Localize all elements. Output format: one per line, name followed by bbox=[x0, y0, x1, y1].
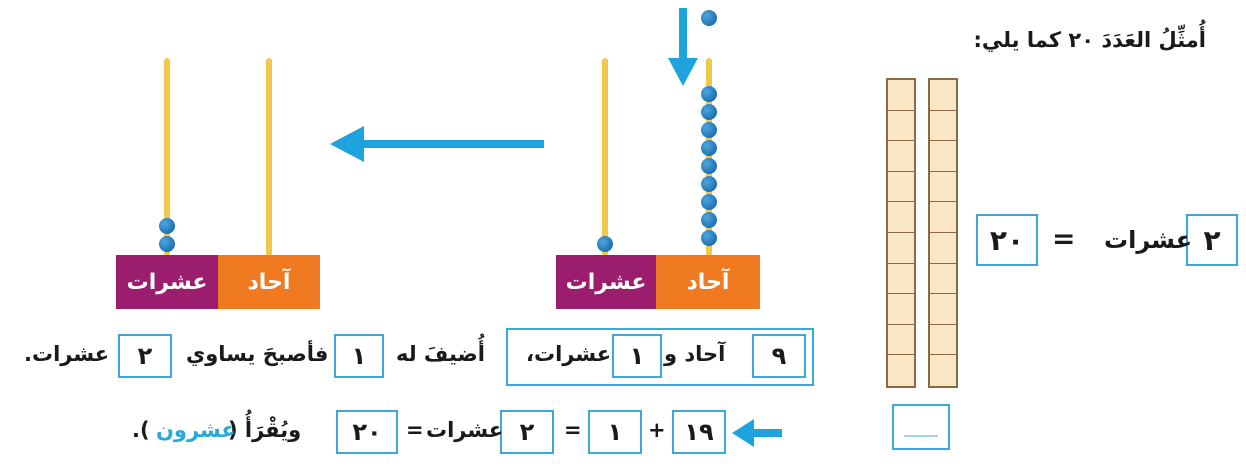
ones-bead bbox=[701, 230, 717, 246]
equals-sign: = bbox=[564, 418, 582, 442]
tens-bead bbox=[597, 236, 613, 252]
tens-bead bbox=[159, 236, 175, 252]
ones-bead bbox=[701, 212, 717, 228]
result-box: ٢٠ bbox=[976, 214, 1038, 266]
tens-value-box: ١ bbox=[612, 334, 662, 378]
ones-bead bbox=[701, 86, 717, 102]
tens-word: عشرات، bbox=[526, 342, 612, 366]
plus-sign: + bbox=[648, 418, 666, 442]
ones-rod bbox=[706, 58, 712, 256]
tens-word: عشرات bbox=[426, 418, 504, 442]
ones-bead bbox=[701, 122, 717, 138]
tens-count-box: ٢ bbox=[500, 410, 554, 454]
tens-rod-block bbox=[886, 78, 916, 388]
down-arrow-icon bbox=[668, 8, 698, 86]
ones-value-box: ٩ bbox=[752, 334, 806, 378]
first-addend-box: ١٩ bbox=[672, 410, 726, 454]
read-close: ). bbox=[132, 418, 150, 442]
ones-rod bbox=[266, 58, 272, 256]
ones-bead bbox=[701, 194, 717, 210]
tens-word: عشرات bbox=[1104, 226, 1193, 254]
read-word: عشرون bbox=[156, 418, 236, 442]
ones-label: آحاد bbox=[218, 255, 320, 309]
ones-bead bbox=[701, 158, 717, 174]
empty-answer-box[interactable] bbox=[892, 404, 950, 450]
ones-bead bbox=[701, 140, 717, 156]
tens-bead bbox=[159, 218, 175, 234]
tens-rod bbox=[164, 58, 170, 256]
left-arrow-icon bbox=[732, 419, 782, 447]
tens-count-box: ٢ bbox=[1186, 214, 1238, 266]
add-text: أُضيفَ له bbox=[396, 342, 486, 366]
tens-rod bbox=[602, 58, 608, 256]
add-value-box: ١ bbox=[334, 334, 384, 378]
ones-bead bbox=[701, 104, 717, 120]
tens-rod-block bbox=[928, 78, 958, 388]
tens-label: عشرات bbox=[116, 255, 218, 309]
page-title: أُمثِّلُ العَدَدَ ٢٠ كما يلي: bbox=[973, 28, 1206, 52]
equals-sign: = bbox=[1052, 222, 1076, 255]
result-value-box: ٢ bbox=[118, 334, 172, 378]
ones-label: آحاد bbox=[656, 255, 760, 309]
result-word: عشرات. bbox=[24, 342, 110, 366]
read-text: ويُقْرَأُ ( bbox=[228, 418, 302, 442]
sentence1-highlight bbox=[506, 328, 814, 386]
added-bead bbox=[701, 10, 717, 26]
ones-word: آحاد و bbox=[664, 342, 726, 366]
ones-bead bbox=[701, 176, 717, 192]
tens-label: عشرات bbox=[556, 255, 656, 309]
became-text: فأصبحَ يساوي bbox=[186, 342, 329, 366]
second-addend-box: ١ bbox=[588, 410, 642, 454]
left-arrow-icon bbox=[330, 126, 544, 162]
equals-sign: = bbox=[406, 418, 424, 442]
sum-result-box: ٢٠ bbox=[336, 410, 398, 454]
